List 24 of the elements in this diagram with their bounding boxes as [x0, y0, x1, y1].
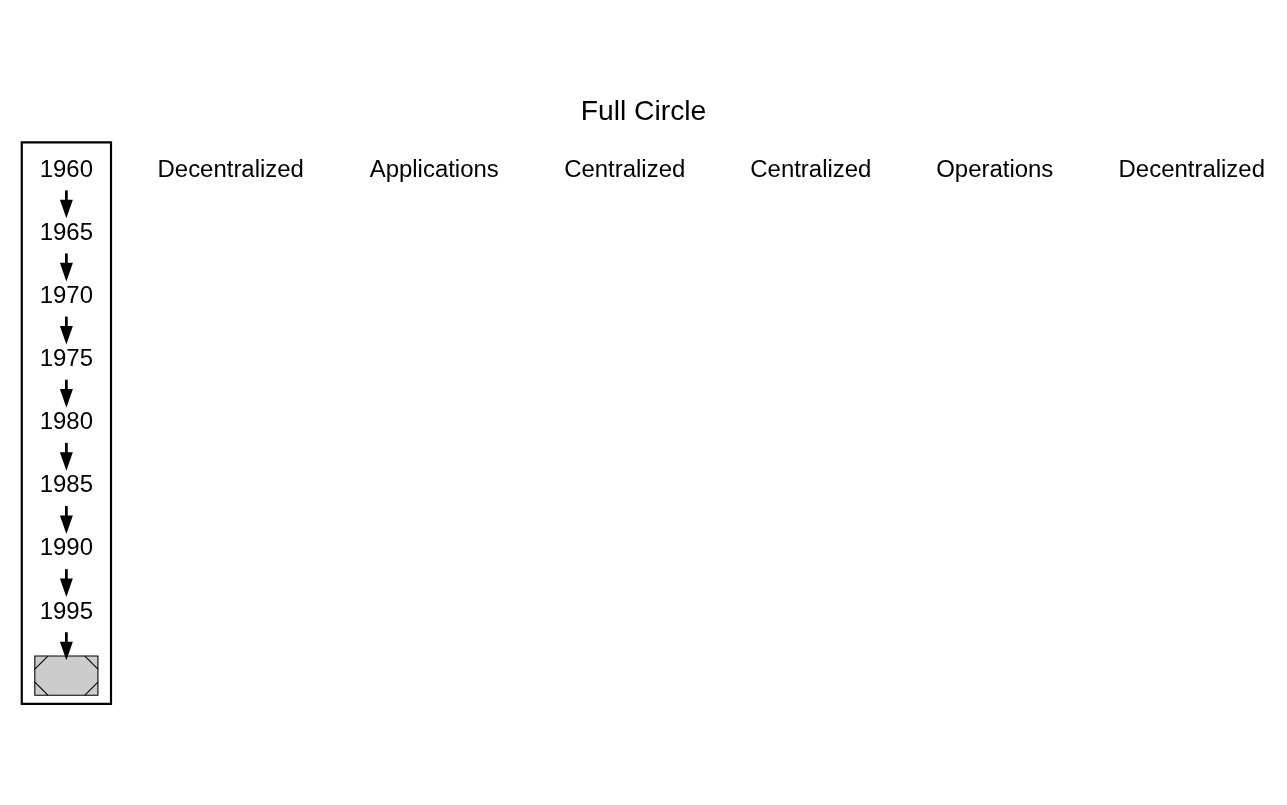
label: Centralized — [564, 154, 686, 182]
label: Centralized — [750, 154, 872, 182]
arrow — [59, 442, 73, 471]
node-text: 1995 — [39, 596, 94, 624]
arrow — [59, 568, 73, 597]
node-text: 1990 — [39, 532, 94, 560]
label: Applications — [369, 154, 499, 182]
node-text: 1975 — [39, 343, 94, 371]
cluster — [20, 140, 113, 705]
arrow — [59, 379, 73, 408]
diagram-title: Full Circle — [580, 93, 707, 126]
node-text: 1980 — [39, 406, 94, 434]
arrow — [59, 505, 73, 534]
node-text: 1965 — [39, 217, 94, 245]
node-text: 1970 — [39, 280, 94, 308]
arrow — [59, 189, 73, 218]
arrow — [59, 252, 73, 281]
node-text: 1960 — [39, 154, 94, 182]
label: Decentralized — [1118, 154, 1265, 182]
label: Decentralized — [157, 154, 304, 182]
label: Operations — [936, 154, 1054, 182]
arrow — [59, 631, 73, 660]
node-text: 1985 — [39, 469, 94, 497]
arrow — [59, 316, 73, 345]
